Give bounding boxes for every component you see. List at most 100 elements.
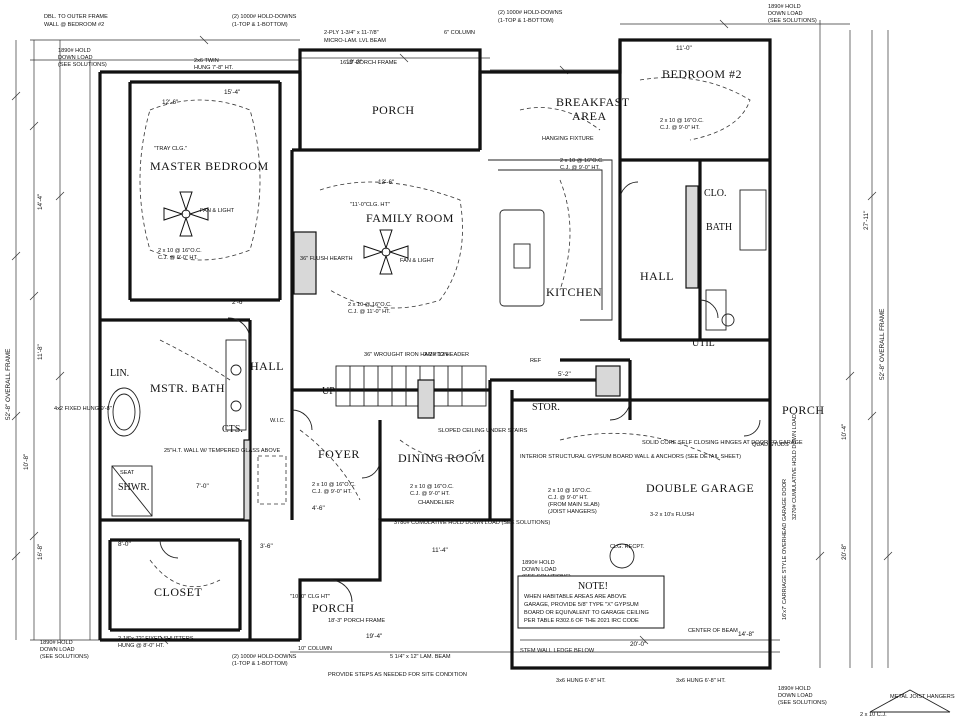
note-down-load-tl: DOWN LOAD bbox=[58, 55, 93, 61]
note-overhead-door: 16'x7' CARRIAGE STYLE OVERHEAD GARAGE DO… bbox=[782, 479, 788, 620]
note-micro-lam: MICRO-LAM. LVL BEAM bbox=[324, 38, 386, 44]
room-label-shwr: SHWR. bbox=[118, 482, 149, 493]
room-label-family-room: FAMILY ROOM bbox=[366, 211, 454, 225]
note-see-solutions-tr: (SEE SOLUTIONS) bbox=[768, 18, 817, 24]
note-two-ply-beam: 2-PLY 1-3/4" x 11-7/8" bbox=[324, 30, 379, 36]
room-label-cts: CTS. bbox=[222, 424, 243, 435]
note-shutters: 2-18"x 72" FIXED SHUTTERS bbox=[118, 636, 194, 642]
note-cj-foyer: C.J. @ 9'-0" HT. bbox=[312, 489, 352, 495]
ceiling-fan-icon bbox=[163, 191, 209, 237]
dim-text: 13'-6" bbox=[378, 179, 394, 186]
note-wrought-iron: 36" WROUGHT IRON HAMPTON bbox=[364, 352, 448, 358]
room-label-porch-right: PORCH bbox=[782, 403, 825, 417]
note-box-line: BOARD OR EQUIVALENT TO GARAGE CEILING bbox=[524, 610, 649, 616]
note-cj-kitchen: C.J. @ 9'-0" HT. bbox=[560, 165, 600, 171]
note-porch-frame-bottom: 18'-3" PORCH FRAME bbox=[328, 618, 385, 624]
dim-text: 10'-3" bbox=[346, 59, 362, 66]
note-center-beam: CENTER OF BEAM bbox=[688, 628, 738, 634]
dim-text: 12'-6" bbox=[162, 99, 178, 106]
note-see-solutions-br: (SEE SOLUTIONS) bbox=[778, 700, 827, 706]
note-joist-hangers: (JOIST HANGERS) bbox=[548, 509, 597, 515]
note-chandelier: CHANDELIER bbox=[418, 500, 454, 506]
room-label-hall-left: HALL bbox=[250, 359, 284, 373]
exterior-walls bbox=[98, 38, 772, 670]
note-cj-bottom: 2 x 10 C.J. bbox=[860, 712, 887, 718]
dim-text: 3'-6" bbox=[260, 543, 273, 550]
dim-text: 4'-6" bbox=[312, 505, 325, 512]
dim-overall-right: 52'-8" OVERALL FRAME bbox=[879, 309, 886, 380]
note-cj-dining: C.J. @ 9'-0" HT. bbox=[410, 491, 450, 497]
electrical-runs bbox=[139, 77, 751, 587]
note-cj-master: C.J. @ 9'-0" HT. bbox=[158, 255, 198, 261]
note-cj-family: C.J. @ 11'-0" HT. bbox=[348, 309, 391, 315]
note-fan-light-family: FAN & LIGHT bbox=[400, 258, 435, 264]
note-down-load-garage: DOWN LOAD bbox=[522, 567, 557, 573]
note-hung-68-b: 3x6 HUNG 6'-8" HT. bbox=[676, 678, 726, 684]
note-fan-light: FAN & LIGHT bbox=[200, 208, 235, 214]
note-joist-bed2: 2 x 10 @ 16"O.C. bbox=[660, 118, 704, 124]
door-swings bbox=[159, 181, 761, 603]
note-holddowns-top: (2) 1000# HOLD-DOWNS bbox=[232, 14, 297, 20]
dim-right-20: 20'-8" bbox=[841, 544, 848, 560]
note-sloped-ceiling: SLOPED CEILING UNDER STAIRS bbox=[438, 428, 528, 434]
room-label-closet: CLOSET bbox=[154, 585, 203, 599]
note-twin-hung: 2x6 TWIN bbox=[194, 58, 219, 64]
room-label-master-bedroom: MASTER BEDROOM bbox=[150, 159, 269, 173]
note-hung-68-a: 3x6 HUNG 6'-8" HT. bbox=[556, 678, 606, 684]
note-hold-1890-tr: 1890# HOLD bbox=[768, 4, 801, 10]
room-label-porch-bottom: PORCH bbox=[312, 601, 355, 615]
dim-right-total: 27'-11" bbox=[863, 211, 870, 230]
room-label-double-garage: DOUBLE GARAGE bbox=[646, 481, 754, 495]
room-label-seat: SEAT bbox=[120, 470, 135, 476]
note-hold-1890-bl: 1890# HOLD bbox=[40, 640, 73, 646]
note-down-load-bl: DOWN LOAD bbox=[40, 647, 75, 653]
note-cumulative-3780: 3780# CUMULATIVE HOLD DOWN LOAD (SEE SOL… bbox=[394, 520, 550, 526]
note-interior-gypsum: INTERIOR STRUCTURAL GYPSUM BOARD WALL & … bbox=[520, 454, 741, 460]
note-cumulative-7: 3270# CUMULATIVE HOLD DOWN LOAD bbox=[792, 414, 798, 520]
note-self-closing: SOLID CORE SELF CLOSING HINGES AT DOOR T… bbox=[642, 440, 803, 446]
note-hold-1890-br: 1890# HOLD bbox=[778, 686, 811, 692]
dim-left-14: 14'-4" bbox=[37, 194, 44, 210]
room-label-kitchen: KITCHEN bbox=[546, 285, 602, 299]
note-box-title: NOTE! bbox=[578, 581, 608, 592]
note-see-solutions-bl: (SEE SOLUTIONS) bbox=[40, 654, 89, 660]
garage-note-box: NOTE! WHEN HABITABLE AREAS ARE ABOVE GAR… bbox=[517, 575, 665, 629]
note-header: 2-2 x 12 HEADER bbox=[424, 352, 469, 358]
note-firebox: 36" FLUSH HEARTH bbox=[300, 256, 353, 262]
note-clg-recpt: CLG. RECPT. bbox=[610, 544, 645, 550]
dim-text: 11'-4" bbox=[432, 547, 448, 554]
note-hold-1890-garage: 1890# HOLD bbox=[522, 560, 555, 566]
dim-text: 19'-4" bbox=[366, 633, 382, 640]
note-see-solutions-tl: (SEE SOLUTIONS) bbox=[58, 62, 107, 68]
note-cj-bed2: C.J. @ 9'-0" HT. bbox=[660, 125, 700, 131]
note-flush-3: 3-2 x 10's FLUSH bbox=[650, 512, 694, 518]
note-holddowns-top-right: (2) 1000# HOLD-DOWNS bbox=[498, 10, 563, 16]
note-hanging-fixture: HANGING FIXTURE bbox=[542, 136, 594, 142]
note-provide-steps: PROVIDE STEPS AS NEEDED FOR SITE CONDITI… bbox=[328, 672, 467, 678]
room-label-dining-room: DINING ROOM bbox=[398, 451, 485, 465]
joist-hanger-detail bbox=[869, 689, 951, 713]
note-box-line: WHEN HABITABLE AREAS ARE ABOVE bbox=[524, 594, 627, 600]
note-clg-10: "10'-0" CLG HT" bbox=[290, 594, 330, 600]
note-ten-column: 10" COLUMN bbox=[298, 646, 332, 652]
note-hung-80: HUNG @ 8'-0" HT. bbox=[118, 643, 165, 649]
dim-left-10: 10'-8" bbox=[23, 454, 30, 470]
note-clg-11: "11'-0"CLG. HT" bbox=[350, 202, 390, 208]
room-label-area: AREA bbox=[572, 109, 607, 123]
room-label-wic: W.I.C. bbox=[270, 418, 286, 424]
dimension-lines bbox=[11, 19, 893, 668]
dim-text: 8'-0" bbox=[118, 541, 131, 548]
note-box-line: GARAGE, PROVIDE 5/8" TYPE "X" GYPSUM bbox=[524, 602, 639, 608]
note-box-line: PER TABLE R302.6 OF THE 2021 IRC CODE bbox=[524, 618, 639, 624]
dim-overall-left: 52'-8" OVERALL FRAME bbox=[5, 349, 12, 420]
note-wall-bedroom2: WALL @ BEDROOM #2 bbox=[44, 22, 104, 28]
note-joist-kitchen: 2 x 10 @ 16"O.C. bbox=[560, 158, 604, 164]
note-lam-beam: 5 1/4" x 12" LAM. BEAM bbox=[390, 654, 451, 660]
note-holddowns-top-sub: (1-TOP & 1-BOTTOM) bbox=[232, 22, 288, 28]
dim-text: 2'-6" bbox=[232, 299, 245, 306]
room-label-hall-right: HALL bbox=[640, 269, 674, 283]
room-label-breakfast: BREAKFAST bbox=[556, 95, 630, 109]
ceiling-fan-icon bbox=[363, 229, 409, 275]
room-label-lin: LIN. bbox=[110, 368, 129, 379]
